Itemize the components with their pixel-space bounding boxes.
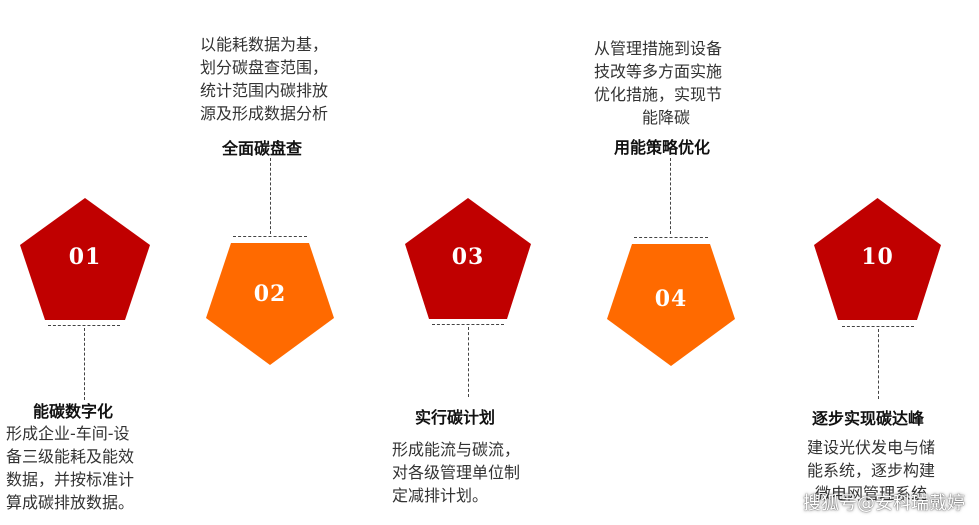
step-title: 逐步实现碳达峰	[812, 409, 925, 428]
connector-line	[84, 328, 85, 400]
connector-line	[670, 158, 671, 234]
pentagon-01: 01	[20, 198, 150, 320]
step-number: 03	[451, 244, 485, 270]
step-title: 实行碳计划	[415, 408, 496, 427]
divider-line	[842, 326, 914, 327]
pentagon-04: 04	[607, 244, 735, 366]
connector-line	[468, 327, 469, 397]
step-number: 10	[861, 244, 894, 270]
pentagon-02: 02	[206, 243, 334, 365]
divider-line	[432, 324, 504, 325]
step-description: 从管理措施到设备 技改等多方面实施 优化措施，实现节 能降碳	[594, 39, 723, 127]
step-title: 全面碳盘查	[222, 139, 303, 158]
step-number: 04	[654, 286, 688, 312]
step-description: 形成企业-车间-设 备三级能耗及能效 数据，并按标准计 算成碳排放数据。	[6, 424, 135, 512]
step-description: 形成能流与碳流， 对各级管理单位制 定减排计划。	[392, 440, 521, 505]
step-number: 01	[68, 244, 102, 270]
watermark: 搜狐号@安科瑞戴婷	[803, 493, 965, 514]
step-title: 用能策略优化	[614, 138, 711, 157]
step-description: 以能耗数据为基， 划分碳盘查范围， 统计范围内碳排放 源及形成数据分析	[200, 35, 329, 123]
pentagon-10: 10	[814, 198, 941, 320]
connector-line	[270, 158, 271, 234]
divider-line	[48, 325, 120, 326]
divider-line	[634, 237, 708, 238]
connector-line	[878, 329, 879, 399]
step-description: 建设光伏发电与储 能系统，逐步构建 微电网管理系统	[807, 438, 936, 503]
pentagon-03: 03	[405, 198, 531, 319]
step-title: 能碳数字化	[33, 402, 114, 421]
divider-line	[233, 236, 307, 237]
step-number: 02	[253, 281, 287, 307]
